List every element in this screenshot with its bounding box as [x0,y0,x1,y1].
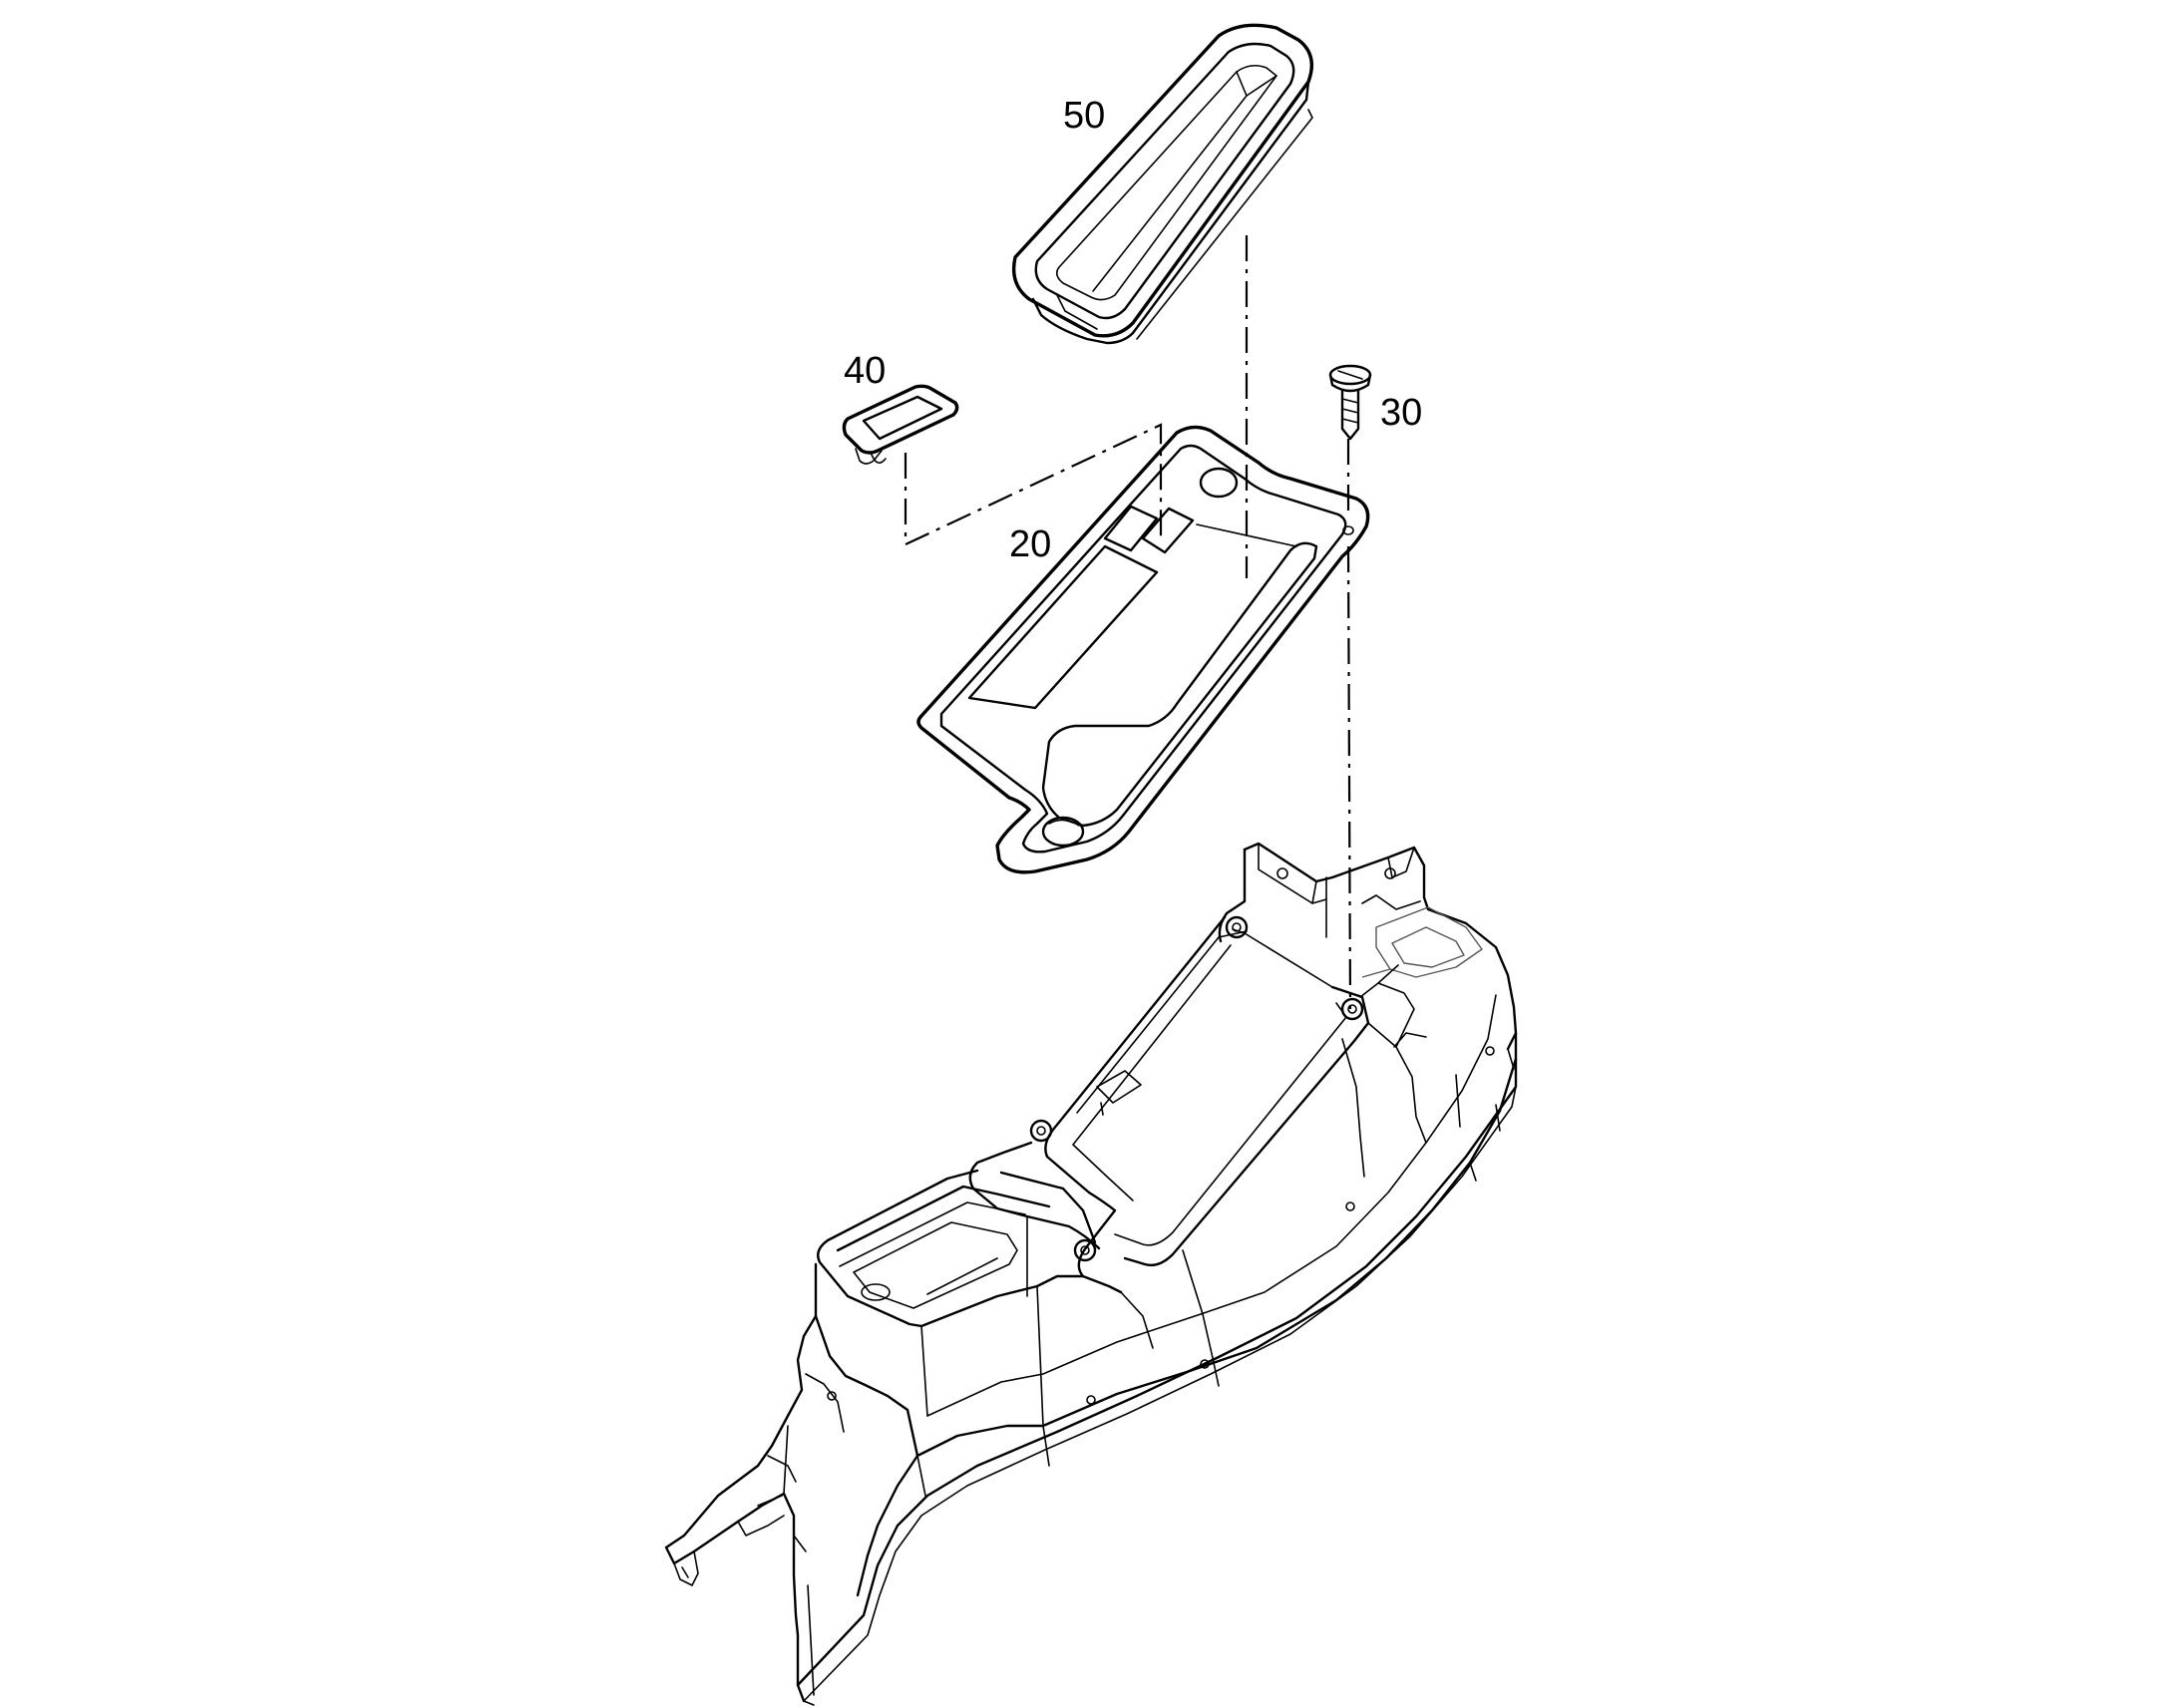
center-console-base [664,842,1518,1706]
part-30-screw[interactable] [1328,364,1372,441]
callout-40: 40 [844,350,886,392]
assembly-lines [904,235,1352,1010]
callout-20: 20 [1009,523,1051,565]
callouts: 50 40 30 20 [844,95,1422,565]
part-40-cover-clip[interactable] [842,384,959,465]
callout-30: 30 [1380,392,1422,434]
part-20-trim-panel[interactable] [916,425,1370,874]
part-50-storage-tray[interactable] [1011,23,1313,345]
callout-50: 50 [1063,95,1105,137]
